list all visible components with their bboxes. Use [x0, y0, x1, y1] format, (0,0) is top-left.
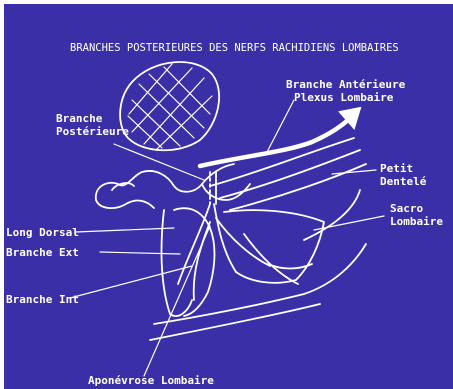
vertebral-body — [120, 62, 219, 150]
anterior-branch-arrow — [200, 108, 360, 166]
label-branche-posterieure: Branche Postérieure — [56, 112, 129, 138]
posterior-branch — [210, 172, 216, 204]
label-sacro-lombaire-line2: Lombaire — [390, 215, 443, 228]
label-branche-anterieure-line1: Branche Antérieure — [286, 78, 405, 91]
anatomical-drawing — [4, 4, 453, 389]
label-petit-dentele: Petit Dentelé — [380, 162, 426, 188]
nerve-branches — [178, 204, 270, 300]
label-branche-int: Branche Int — [6, 293, 79, 306]
label-branche-posterieure-line2: Postérieure — [56, 125, 129, 138]
label-branche-anterieure: Branche Antérieure Plexus Lombaire — [286, 78, 405, 104]
label-branche-anterieure-line2: Plexus Lombaire — [286, 91, 405, 104]
long-dorsal-muscle — [162, 208, 215, 316]
label-sacro-lombaire: Sacro Lombaire — [390, 202, 443, 228]
label-petit-dentele-line1: Petit — [380, 162, 426, 175]
diagram-slide: BRANCHES POSTERIEURES DES NERFS RACHIDIE… — [4, 4, 453, 389]
label-petit-dentele-line2: Dentelé — [380, 175, 426, 188]
label-branche-posterieure-line1: Branche — [56, 112, 129, 125]
leader-lines — [70, 100, 384, 376]
sacro-lombaire-muscle — [224, 210, 324, 284]
vertebral-arch — [96, 164, 250, 208]
label-aponevrose-lombaire: Aponévrose Lombaire — [88, 374, 214, 387]
label-sacro-lombaire-line1: Sacro — [390, 202, 443, 215]
diagram-title: BRANCHES POSTERIEURES DES NERFS RACHIDIE… — [70, 42, 440, 54]
label-branche-ext: Branche Ext — [6, 246, 79, 259]
label-long-dorsal: Long Dorsal — [6, 226, 79, 239]
